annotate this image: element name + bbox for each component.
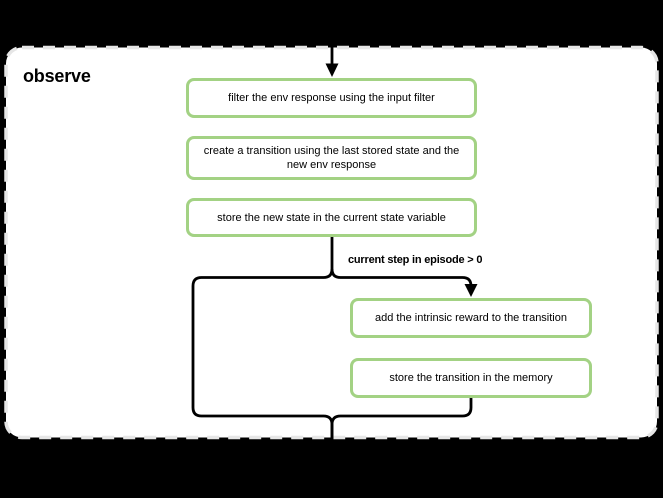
- merge-exit-connector: [330, 398, 473, 441]
- condition-arrow-head: [464, 284, 478, 297]
- node-label-line2: new env response: [286, 159, 377, 171]
- node-label: filter the env response using the input …: [228, 92, 435, 104]
- node-create-transition: create a transition using the last store…: [186, 136, 477, 180]
- bypass-connector: [191, 268, 334, 441]
- condition-label: current step in episode > 0: [348, 254, 483, 266]
- node-label: add the intrinsic reward to the transiti…: [375, 312, 567, 324]
- node-add-intrinsic-reward: add the intrinsic reward to the transiti…: [350, 298, 592, 338]
- node-store-transition: store the transition in the memory: [350, 358, 592, 398]
- node-label: store the transition in the memory: [389, 372, 553, 384]
- node-filter-env-response: filter the env response using the input …: [186, 78, 477, 118]
- node-store-new-state: store the new state in the current state…: [186, 198, 477, 237]
- entry-arrow-head: [325, 63, 339, 77]
- group-title: observe: [23, 66, 91, 86]
- node-label: store the new state in the current state…: [217, 211, 446, 224]
- node-label-line1: create a transition using the last store…: [203, 145, 460, 157]
- condition-branch-line: [330, 268, 473, 287]
